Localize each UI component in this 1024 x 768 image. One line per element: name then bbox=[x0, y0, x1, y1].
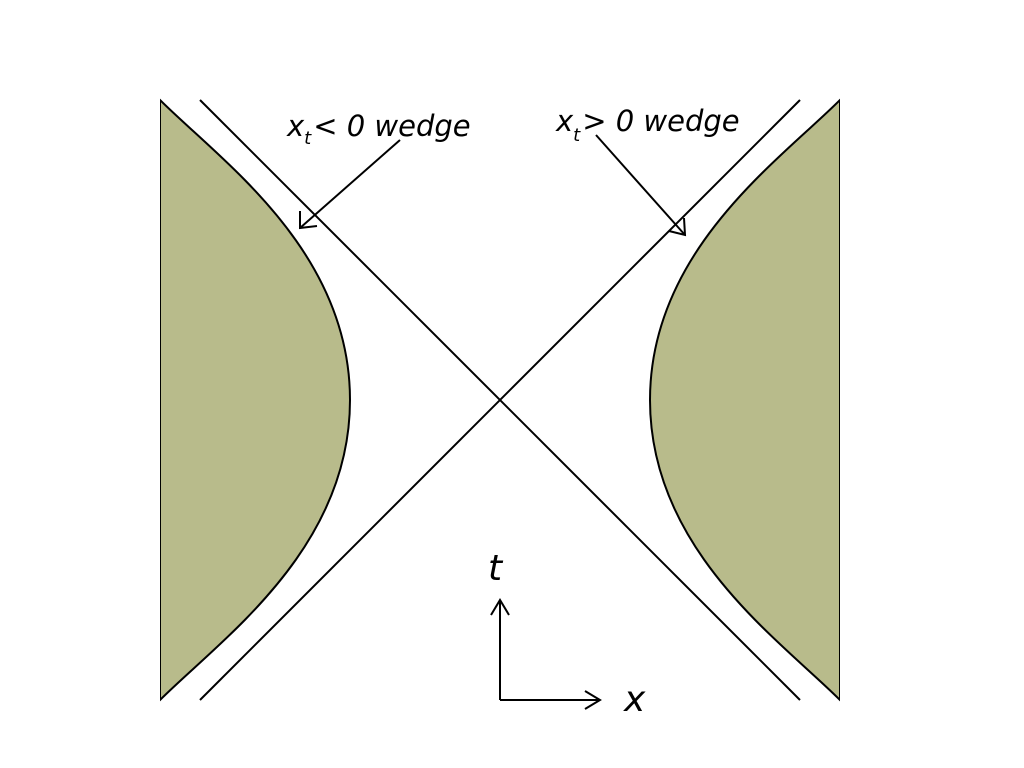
time-axis-label: t bbox=[488, 548, 504, 589]
time-axis-arrowhead bbox=[490, 598, 510, 616]
diagonal-line-ascending bbox=[199, 99, 801, 701]
left-wedge-arrow bbox=[299, 139, 401, 230]
right-shaded-region bbox=[648, 98, 840, 702]
time-axis bbox=[490, 598, 510, 700]
left-shaded-region bbox=[160, 98, 352, 702]
space-axis-label: x bbox=[623, 679, 646, 720]
space-axis-arrowhead bbox=[584, 690, 602, 710]
space-axis bbox=[500, 690, 602, 710]
right-wedge-label: xt> 0 wedge bbox=[555, 104, 740, 146]
right-wedge-arrow bbox=[595, 134, 687, 237]
left-wedge-label: xt< 0 wedge bbox=[286, 109, 471, 149]
